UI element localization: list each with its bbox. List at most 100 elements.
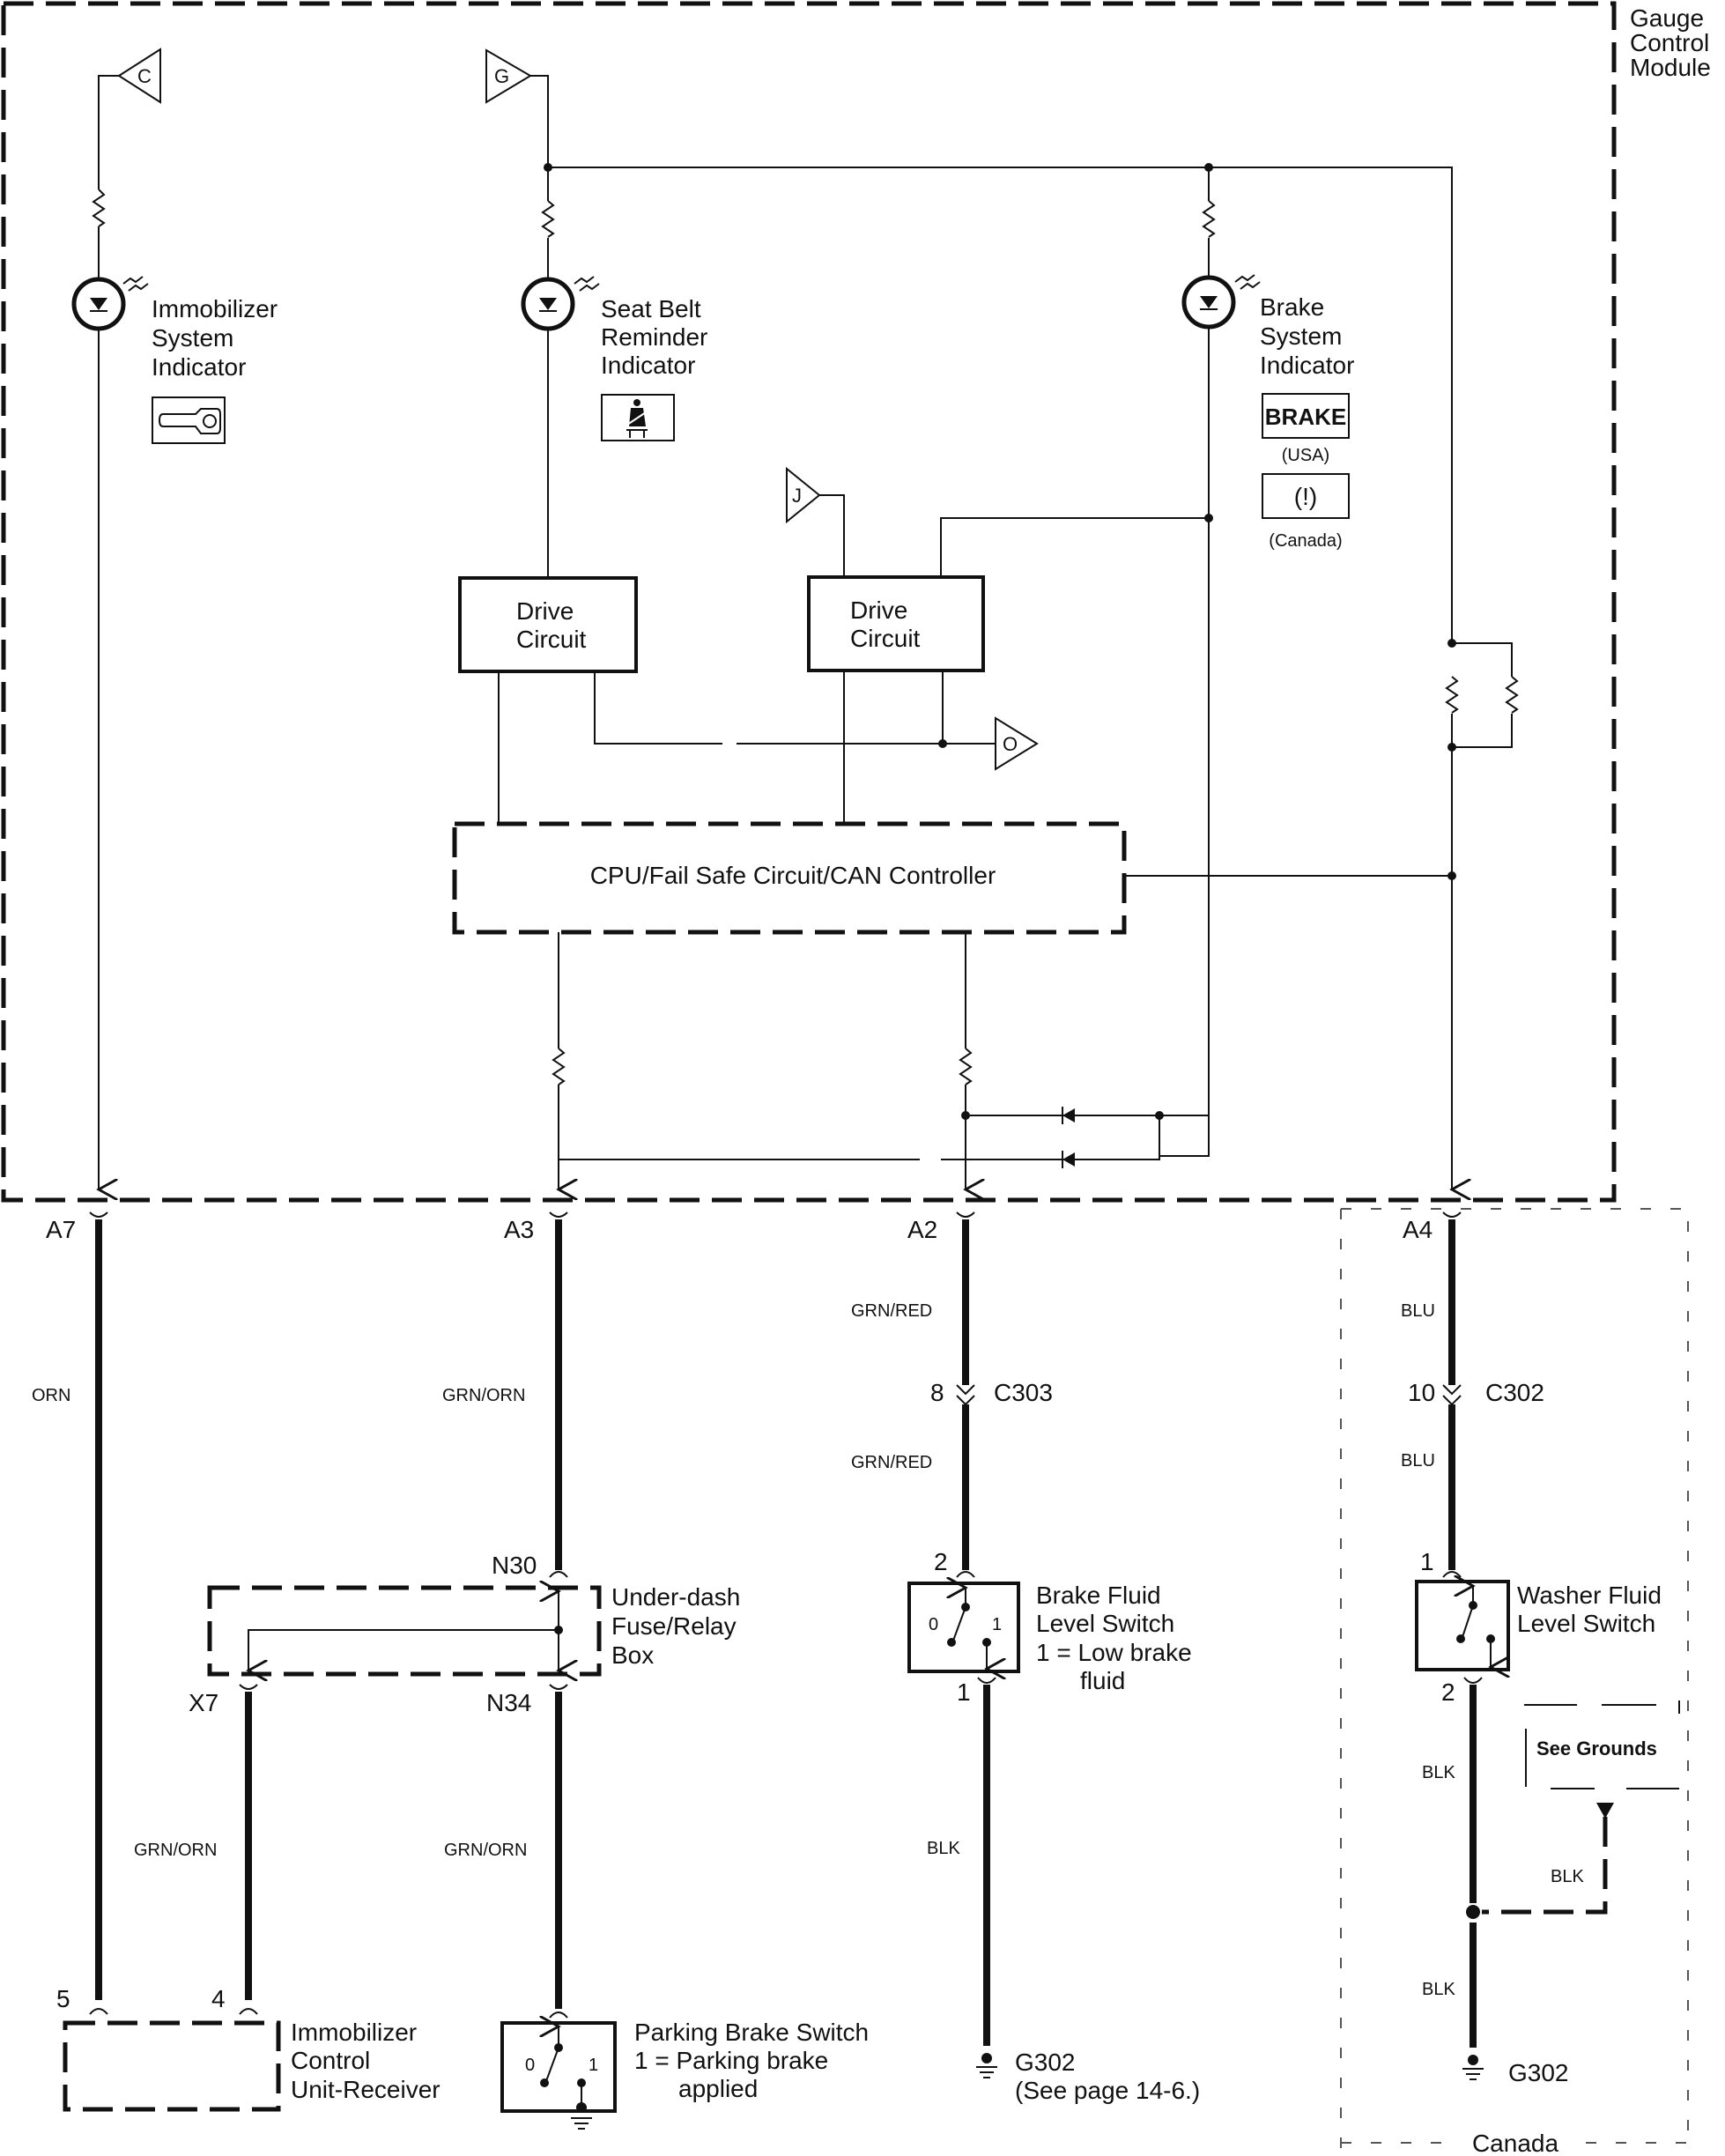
svg-text:See Grounds: See Grounds bbox=[1536, 1737, 1657, 1760]
svg-text:N30: N30 bbox=[492, 1552, 537, 1579]
wire-color-a2-upper: GRN/RED bbox=[851, 1301, 932, 1321]
svg-text:Indicator: Indicator bbox=[152, 353, 246, 381]
resistor bbox=[92, 189, 106, 227]
svg-text:Control: Control bbox=[1630, 29, 1709, 56]
terminal-x7: X7 bbox=[189, 1684, 258, 1716]
svg-text:Indicator: Indicator bbox=[601, 352, 695, 379]
see-grounds-note: See Grounds bbox=[1524, 1700, 1680, 1789]
svg-text:4: 4 bbox=[211, 1985, 226, 2012]
brake-fluid-label: Brake Fluid Level Switch 1 = Low brake f… bbox=[1036, 1582, 1192, 1694]
svg-text:Indicator: Indicator bbox=[1260, 352, 1354, 379]
svg-text:Drive: Drive bbox=[850, 596, 907, 624]
svg-text:5: 5 bbox=[56, 1985, 70, 2012]
terminal-n30: N30 bbox=[492, 1552, 568, 1579]
wire-color-wfl-branch: BLK bbox=[1551, 1867, 1584, 1886]
svg-text:A3: A3 bbox=[504, 1216, 534, 1243]
svg-text:J: J bbox=[792, 485, 802, 507]
gauge-control-module-boundary bbox=[1, 1, 1617, 1203]
svg-text:fluid: fluid bbox=[1080, 1667, 1125, 1694]
svg-text:Fuse/Relay: Fuse/Relay bbox=[611, 1612, 737, 1640]
svg-text:2: 2 bbox=[934, 1548, 948, 1575]
svg-text:A2: A2 bbox=[907, 1216, 937, 1243]
ground-g302-left: G302 (See page 14-6.) bbox=[976, 2049, 1200, 2104]
svg-text:(!): (!) bbox=[1294, 483, 1317, 510]
immobilizer-led bbox=[71, 276, 149, 331]
terminal-a2: A2 bbox=[907, 1211, 975, 1243]
svg-text:CPU/Fail Safe Circuit/CAN Cont: CPU/Fail Safe Circuit/CAN Controller bbox=[590, 862, 996, 889]
seatbelt-indicator-label: Seat Belt Reminder Indicator bbox=[601, 295, 707, 379]
svg-text:2: 2 bbox=[1441, 1678, 1455, 1706]
svg-text:Seat Belt: Seat Belt bbox=[601, 295, 701, 322]
svg-text:0: 0 bbox=[525, 2056, 535, 2075]
brake-fluid-level-switch: 2 0 1 1 bbox=[907, 1548, 1020, 1706]
svg-text:1: 1 bbox=[992, 1615, 1002, 1634]
svg-text:O: O bbox=[1003, 733, 1018, 755]
ground-g302-right: G302 bbox=[1462, 2055, 1569, 2086]
svg-text:G: G bbox=[494, 65, 509, 87]
svg-text:0: 0 bbox=[929, 1615, 938, 1634]
icu-label: Immobilizer Control Unit-Receiver bbox=[291, 2019, 441, 2103]
svg-text:1 = Parking brake: 1 = Parking brake bbox=[634, 2047, 828, 2074]
svg-text:1: 1 bbox=[957, 1678, 971, 1706]
connector-c302: 10 C302 bbox=[1408, 1379, 1544, 1406]
svg-text:Reminder: Reminder bbox=[601, 323, 707, 351]
svg-text:Module: Module bbox=[1630, 54, 1711, 81]
brake-usa-note: (USA) bbox=[1282, 446, 1329, 465]
svg-text:10: 10 bbox=[1408, 1379, 1435, 1406]
parking-brake-switch: 0 1 bbox=[500, 2012, 617, 2130]
drive-circuit-1: Drive Circuit bbox=[458, 576, 638, 673]
svg-text:Under-dash: Under-dash bbox=[611, 1583, 740, 1611]
svg-text:C: C bbox=[137, 65, 152, 87]
brake-usa-icon: BRAKE bbox=[1262, 393, 1350, 439]
svg-text:Circuit: Circuit bbox=[516, 626, 587, 653]
svg-text:Parking Brake Switch: Parking Brake Switch bbox=[634, 2019, 869, 2046]
svg-text:Gauge: Gauge bbox=[1630, 4, 1704, 32]
svg-text:Circuit: Circuit bbox=[850, 625, 921, 652]
connector-ref-c: C bbox=[117, 48, 161, 104]
fuse-box-label: Under-dash Fuse/Relay Box bbox=[611, 1583, 740, 1669]
svg-text:Box: Box bbox=[611, 1641, 654, 1669]
brake-canada-icon: (!) bbox=[1262, 473, 1350, 519]
wire-color-a4-upper: BLU bbox=[1401, 1301, 1435, 1321]
canada-label: Canada bbox=[1472, 2130, 1559, 2156]
svg-text:Brake: Brake bbox=[1260, 293, 1324, 321]
connector-ref-g: G bbox=[485, 48, 532, 104]
svg-text:A4: A4 bbox=[1403, 1216, 1433, 1243]
connector-ref-j: J bbox=[786, 466, 821, 524]
terminal-a3: A3 bbox=[504, 1211, 568, 1243]
canada-region-boundary bbox=[1340, 1208, 1689, 2150]
svg-text:(See page 14-6.): (See page 14-6.) bbox=[1015, 2077, 1200, 2104]
svg-text:A7: A7 bbox=[46, 1216, 76, 1243]
wire-color-wfl-ground: BLK bbox=[1422, 1763, 1455, 1782]
brake-canada-note: (Canada) bbox=[1269, 531, 1342, 551]
svg-text:Drive: Drive bbox=[516, 597, 574, 625]
wire-color-a2-lower: GRN/RED bbox=[851, 1453, 932, 1472]
svg-text:System: System bbox=[152, 324, 233, 352]
svg-text:Level Switch: Level Switch bbox=[1517, 1610, 1655, 1637]
terminal-n34: N34 bbox=[486, 1684, 568, 1716]
cpu-block: CPU/Fail Safe Circuit/CAN Controller bbox=[452, 821, 1127, 935]
drive-circuit-2: Drive Circuit bbox=[807, 575, 985, 672]
washer-fluid-label: Washer Fluid Level Switch bbox=[1517, 1582, 1662, 1637]
wire-color-a3: GRN/ORN bbox=[442, 1386, 525, 1405]
diode-1 bbox=[1062, 1107, 1075, 1124]
wire-color-x7: GRN/ORN bbox=[134, 1841, 217, 1860]
wire-color-n34: GRN/ORN bbox=[444, 1841, 527, 1860]
connector-ref-o: O bbox=[995, 716, 1039, 771]
svg-text:C302: C302 bbox=[1485, 1379, 1544, 1406]
module-title: Gauge Control Module bbox=[1630, 4, 1711, 81]
svg-text:N34: N34 bbox=[486, 1689, 531, 1716]
svg-text:C303: C303 bbox=[994, 1379, 1053, 1406]
immobilizer-indicator-label: Immobilizer System Indicator bbox=[152, 295, 278, 381]
brake-indicator-label: Brake System Indicator bbox=[1260, 293, 1354, 379]
seatbelt-icon bbox=[601, 394, 675, 441]
svg-text:8: 8 bbox=[930, 1379, 944, 1406]
svg-text:1 = Low brake: 1 = Low brake bbox=[1036, 1639, 1192, 1666]
svg-text:Control: Control bbox=[291, 2047, 370, 2074]
terminal-a4: A4 bbox=[1403, 1211, 1462, 1243]
svg-text:Washer Fluid: Washer Fluid bbox=[1517, 1582, 1662, 1609]
washer-fluid-level-switch: 1 2 bbox=[1415, 1548, 1510, 1706]
svg-text:1: 1 bbox=[589, 2056, 598, 2075]
wire-color-bfl-ground: BLK bbox=[927, 1839, 960, 1858]
